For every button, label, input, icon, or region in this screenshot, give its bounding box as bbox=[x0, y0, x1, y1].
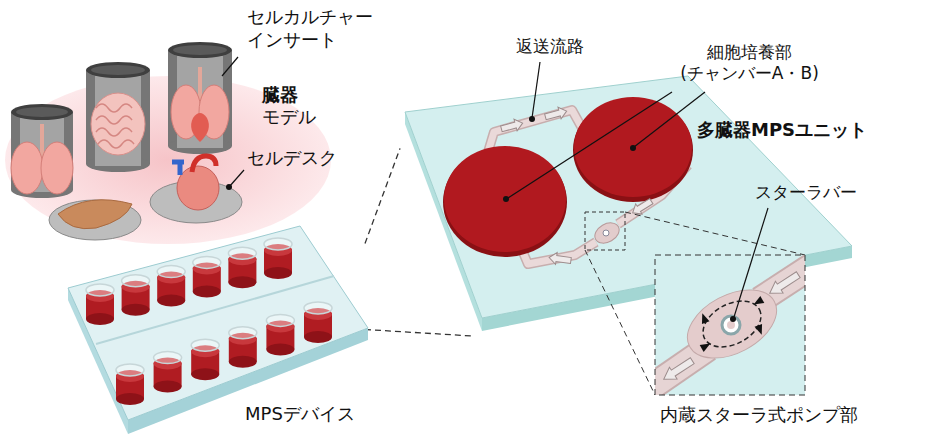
well-rim bbox=[229, 327, 257, 339]
insert-top bbox=[86, 62, 150, 78]
insert-top bbox=[11, 104, 73, 120]
plate-top bbox=[68, 226, 368, 420]
rotation-head bbox=[755, 324, 766, 336]
chamber-rim bbox=[573, 98, 693, 202]
flow-arrow bbox=[766, 269, 802, 299]
leader-line bbox=[634, 92, 705, 147]
well-rim bbox=[154, 352, 182, 364]
chamber bbox=[444, 146, 566, 252]
rotation-head bbox=[699, 312, 710, 324]
zoom-connector bbox=[365, 148, 400, 243]
stirrer bbox=[603, 230, 609, 236]
node-text: MPSデバイス bbox=[245, 403, 355, 426]
zoom-connector bbox=[365, 330, 473, 337]
node-text: モデル bbox=[262, 106, 316, 129]
zoom-line bbox=[585, 250, 655, 395]
insert-top bbox=[168, 42, 232, 58]
leader-line bbox=[508, 92, 672, 198]
part-label: 細胞培養部 (チャンバーA・B) bbox=[662, 42, 837, 85]
vena bbox=[172, 160, 184, 175]
flow-arrow bbox=[548, 252, 571, 267]
flow-arrow bbox=[629, 196, 654, 218]
node-drawing bbox=[68, 226, 368, 434]
lung-lobe bbox=[11, 142, 43, 194]
well-bottom bbox=[264, 267, 292, 279]
part-label: セルカルチャー インサート bbox=[247, 6, 379, 51]
lung-lobe bbox=[41, 142, 73, 194]
well-rim bbox=[304, 302, 332, 314]
well-rim bbox=[116, 364, 144, 376]
well-rim bbox=[228, 247, 256, 259]
zoom-box bbox=[585, 212, 625, 250]
rotation-head bbox=[700, 340, 713, 352]
rotation-path bbox=[695, 292, 769, 356]
flow-arrow bbox=[500, 117, 524, 134]
intestine-fold bbox=[96, 104, 134, 148]
leader-dot bbox=[730, 316, 736, 322]
flow-arrow bbox=[544, 105, 568, 122]
well-rim bbox=[157, 266, 185, 278]
well-bottom bbox=[193, 285, 221, 297]
well-rim bbox=[122, 275, 150, 287]
leader-dot bbox=[529, 116, 535, 122]
stirrer-core bbox=[727, 321, 735, 329]
part-label: 内蔵スターラ式ポンプ部 bbox=[660, 404, 858, 427]
chamber bbox=[574, 97, 692, 197]
node-drawing bbox=[5, 42, 331, 244]
well-rim bbox=[191, 339, 219, 351]
leader-line bbox=[532, 62, 540, 118]
well-bottom bbox=[86, 313, 114, 325]
rotation-head bbox=[752, 296, 765, 308]
stirrer-bar bbox=[722, 316, 740, 334]
inset-border bbox=[655, 255, 805, 395]
well-bottom bbox=[116, 393, 144, 405]
well-rim bbox=[86, 284, 114, 296]
well-rim bbox=[193, 256, 221, 268]
channel-edge bbox=[488, 110, 582, 152]
node-drawing bbox=[405, 62, 852, 395]
insert-top-inner bbox=[173, 45, 227, 55]
well-bottom bbox=[229, 356, 257, 368]
pump bbox=[591, 219, 623, 248]
insert-top-inner bbox=[91, 65, 145, 75]
part-label: セルデスク bbox=[247, 147, 337, 170]
inset-content bbox=[655, 266, 805, 388]
node-text: 多臓器MPSユニット bbox=[697, 119, 867, 142]
channel bbox=[488, 110, 582, 152]
node-text: 臓器 bbox=[262, 84, 298, 107]
well-bottom bbox=[304, 331, 332, 343]
well-bottom bbox=[266, 343, 294, 355]
well-rim bbox=[266, 314, 294, 326]
leader-dot bbox=[226, 184, 232, 190]
chamber-rim bbox=[443, 147, 567, 257]
leader-dot bbox=[503, 196, 509, 202]
aorta bbox=[192, 156, 216, 172]
well-rim bbox=[264, 238, 292, 250]
insert-top-inner bbox=[16, 107, 68, 117]
leader-line bbox=[734, 208, 768, 317]
zoom-line bbox=[625, 212, 805, 255]
flow-arrow bbox=[660, 355, 696, 385]
mps-device: MPSデバイス bbox=[60, 222, 365, 437]
heart bbox=[177, 166, 219, 210]
leader-line bbox=[229, 170, 244, 187]
well-bottom bbox=[157, 295, 185, 307]
well-bottom bbox=[122, 304, 150, 316]
liver bbox=[58, 200, 132, 229]
heart bbox=[191, 113, 209, 142]
cell-disk bbox=[49, 200, 141, 240]
part-label: スターラバー bbox=[755, 182, 857, 203]
well-bottom bbox=[228, 276, 256, 288]
part-label: 返送流路 bbox=[516, 36, 584, 57]
well-bottom bbox=[191, 368, 219, 380]
intestine bbox=[91, 93, 145, 155]
leader-line bbox=[222, 57, 238, 76]
well-bottom bbox=[154, 381, 182, 393]
leader-dot bbox=[630, 145, 636, 151]
